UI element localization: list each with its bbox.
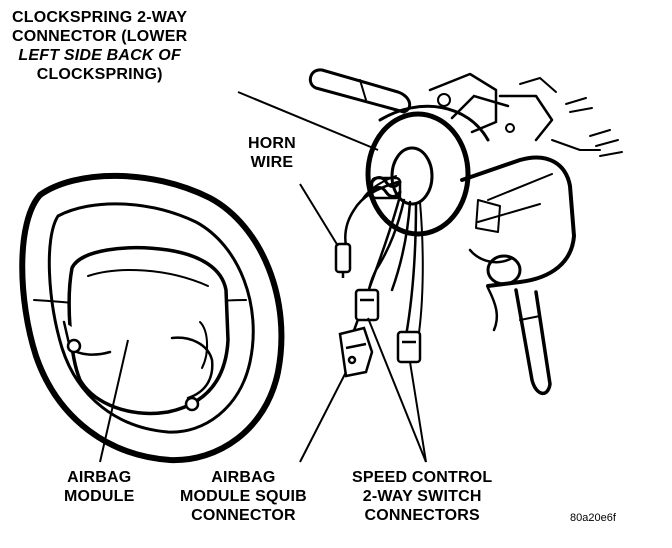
leader-speed-control-2 (409, 361, 427, 463)
airbag-module (62, 246, 230, 416)
steering-column (308, 68, 623, 395)
speed-control-connector-lower (396, 330, 422, 364)
label-squib-line3: CONNECTOR (191, 507, 296, 524)
label-horn-wire-line2: WIRE (250, 154, 294, 171)
label-speed-control-line1: SPEED CONTROL (352, 469, 493, 486)
label-squib-line1: AIRBAG (211, 469, 276, 486)
label-clockspring-line3: LEFT SIDE BACK OF (18, 47, 181, 64)
label-speed-control-connectors: SPEED CONTROL 2-WAY SWITCH CONNECTORS (352, 468, 492, 525)
horn-wire-terminal (334, 242, 352, 278)
leader-lines (99, 91, 427, 463)
label-squib-line2: MODULE SQUIB (180, 488, 307, 505)
label-speed-control-line3: CONNECTORS (364, 507, 480, 524)
label-clockspring-line2: CONNECTOR (LOWER (12, 28, 188, 45)
squib-connector-part (338, 326, 374, 378)
leader-squib-connector (299, 371, 347, 463)
label-airbag-module-line2: MODULE (64, 488, 135, 505)
leader-speed-control-1 (367, 317, 427, 463)
figure-reference-code: 80a20e6f (570, 512, 616, 524)
label-clockspring-line4: CLOCKSPRING) (36, 66, 163, 83)
leader-airbag-module (99, 339, 129, 463)
label-airbag-module-line1: AIRBAG (67, 469, 132, 486)
wiring-harness (344, 175, 424, 341)
clockspring (365, 94, 510, 237)
leader-horn-wire (299, 183, 339, 247)
label-speed-control-line2: 2-WAY SWITCH (362, 488, 482, 505)
leader-clockspring (237, 91, 379, 151)
label-horn-wire: HORN WIRE (248, 134, 296, 172)
label-clockspring-line1: CLOCKSPRING 2-WAY (12, 9, 188, 26)
label-squib-connector: AIRBAG MODULE SQUIB CONNECTOR (180, 468, 307, 525)
label-horn-wire-line1: HORN (248, 135, 296, 152)
speed-control-connector-upper (354, 288, 380, 322)
label-clockspring-connector: CLOCKSPRING 2-WAY CONNECTOR (LOWER LEFT … (12, 8, 187, 84)
label-airbag-module: AIRBAG MODULE (64, 468, 135, 506)
